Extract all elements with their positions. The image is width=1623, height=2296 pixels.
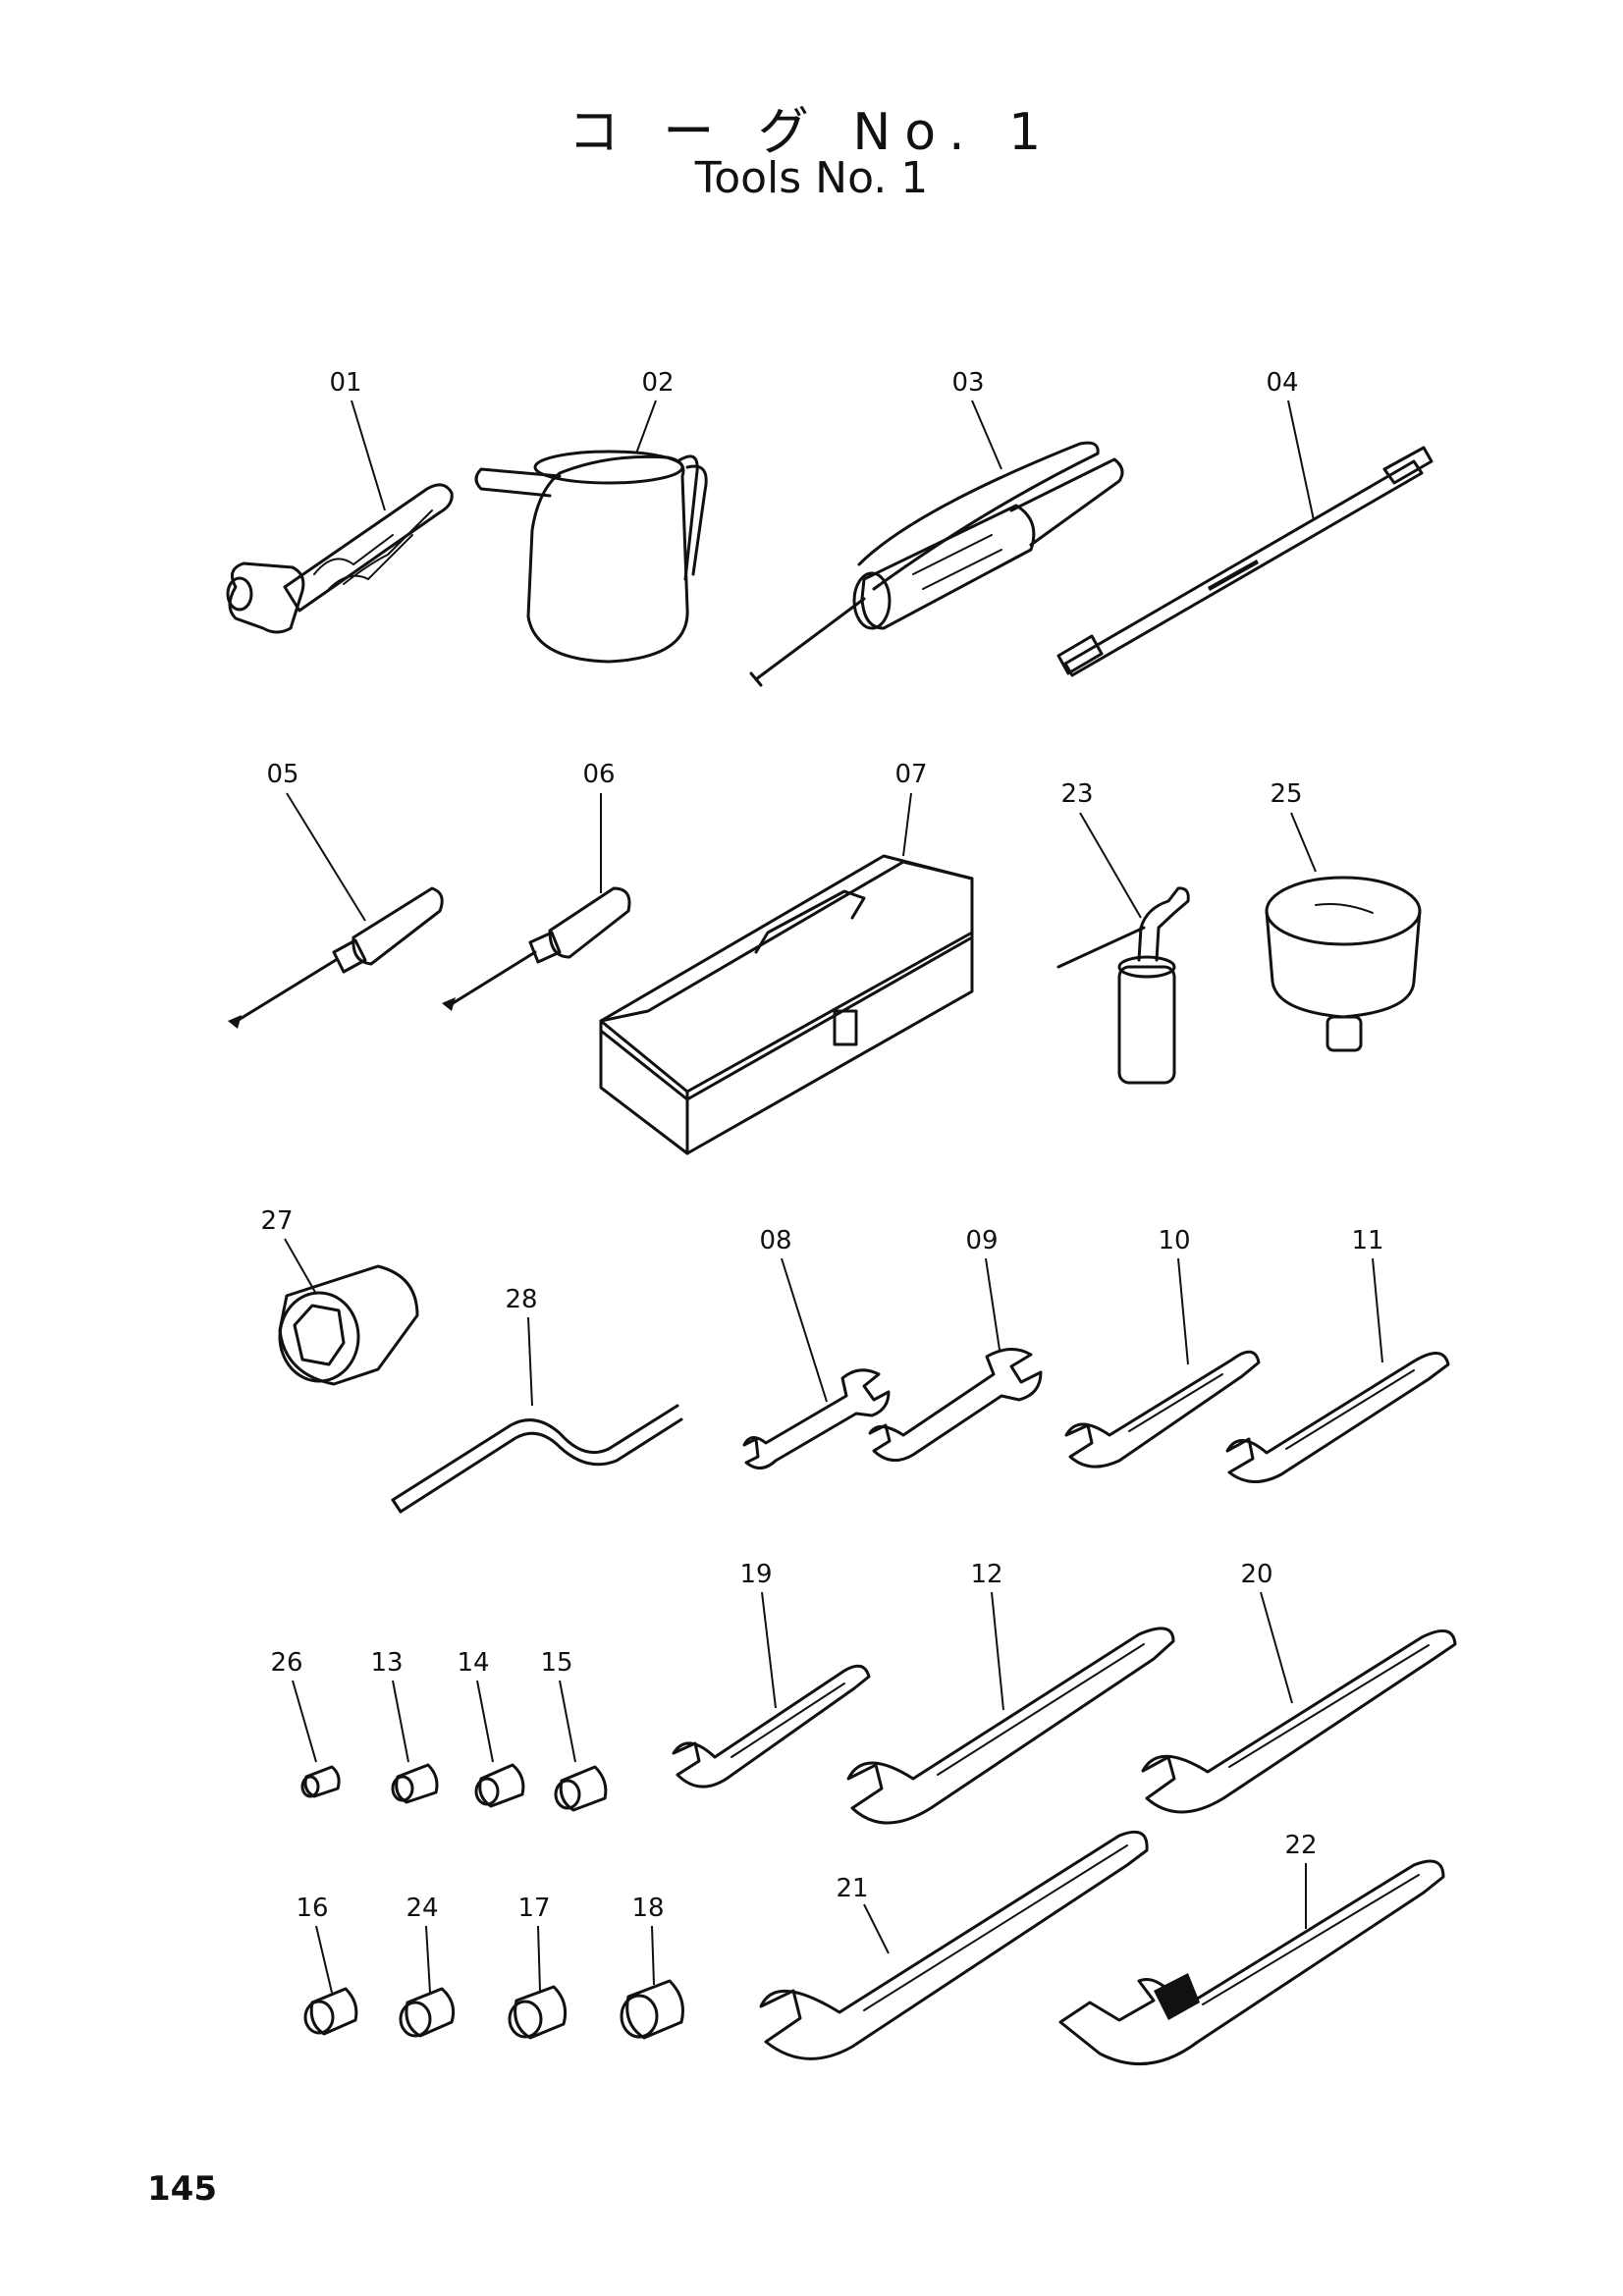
part-03-grease-gun: 03	[749, 368, 1124, 687]
part-17-socket: 17	[508, 1894, 568, 2040]
part-16-socket: 16	[296, 1894, 358, 2036]
part-23-oiler: 23	[1056, 779, 1190, 1085]
part-label-21: 21	[836, 1874, 868, 1903]
part-11-wrench: 11	[1225, 1226, 1450, 1483]
part-label-22: 22	[1284, 1831, 1317, 1860]
page-title-english: Tools No. 1	[694, 153, 929, 203]
part-label-12: 12	[970, 1560, 1002, 1589]
part-26-socket: 26	[270, 1648, 341, 1798]
part-05-flat-screwdriver: 05	[228, 760, 444, 1029]
part-label-20: 20	[1240, 1560, 1272, 1589]
part-label-05: 05	[266, 760, 298, 789]
part-13-socket: 13	[370, 1648, 439, 1804]
part-label-18: 18	[631, 1894, 664, 1923]
part-label-01: 01	[329, 368, 361, 398]
part-21-wrench: 21	[759, 1830, 1149, 2060]
part-18-socket: 18	[620, 1894, 684, 2040]
part-label-27: 27	[260, 1206, 293, 1236]
part-14-socket: 14	[457, 1648, 525, 1808]
part-01-hammer: 01	[226, 368, 454, 634]
page-number: 145	[147, 2169, 217, 2209]
part-19-wrench: 19	[672, 1560, 871, 1789]
part-label-16: 16	[296, 1894, 328, 1923]
part-28-socket-handle: 28	[391, 1285, 683, 1514]
part-label-26: 26	[270, 1648, 302, 1678]
part-label-24: 24	[406, 1894, 438, 1923]
part-label-14: 14	[457, 1648, 489, 1678]
part-label-07: 07	[894, 760, 927, 789]
part-27-socket: 27	[260, 1206, 419, 1386]
part-02-oil-jug: 02	[474, 368, 708, 664]
part-25-funnel: 25	[1265, 779, 1422, 1052]
part-label-10: 10	[1158, 1226, 1190, 1255]
part-07-tool-box: 07	[599, 760, 974, 1155]
part-label-17: 17	[517, 1894, 550, 1923]
part-10-wrench: 10	[1064, 1226, 1261, 1468]
part-20-wrench: 20	[1141, 1560, 1457, 1814]
part-04-extension-tube: 04	[1056, 368, 1434, 677]
part-label-04: 04	[1266, 368, 1298, 398]
part-label-25: 25	[1270, 779, 1302, 809]
part-label-03: 03	[951, 368, 984, 398]
part-15-socket: 15	[540, 1648, 608, 1812]
part-label-06: 06	[582, 760, 615, 789]
part-24-socket: 24	[399, 1894, 456, 2038]
part-08-spanner: 08	[742, 1226, 891, 1469]
part-09-spanner: 09	[868, 1226, 1043, 1463]
part-label-02: 02	[641, 368, 674, 398]
part-label-11: 11	[1351, 1226, 1383, 1255]
page-title-japanese: コ ー グ No. 1	[568, 103, 1055, 162]
part-label-23: 23	[1060, 779, 1093, 809]
part-06-phillips-screwdriver: 06	[442, 760, 631, 1011]
part-label-19: 19	[739, 1560, 772, 1589]
part-label-09: 09	[965, 1226, 998, 1255]
part-label-28: 28	[505, 1285, 537, 1314]
part-22-adjustable-wrench: 22	[1058, 1831, 1445, 2065]
part-12-wrench: 12	[846, 1560, 1175, 1825]
part-label-13: 13	[370, 1648, 403, 1678]
part-label-08: 08	[759, 1226, 791, 1255]
part-label-15: 15	[540, 1648, 572, 1678]
